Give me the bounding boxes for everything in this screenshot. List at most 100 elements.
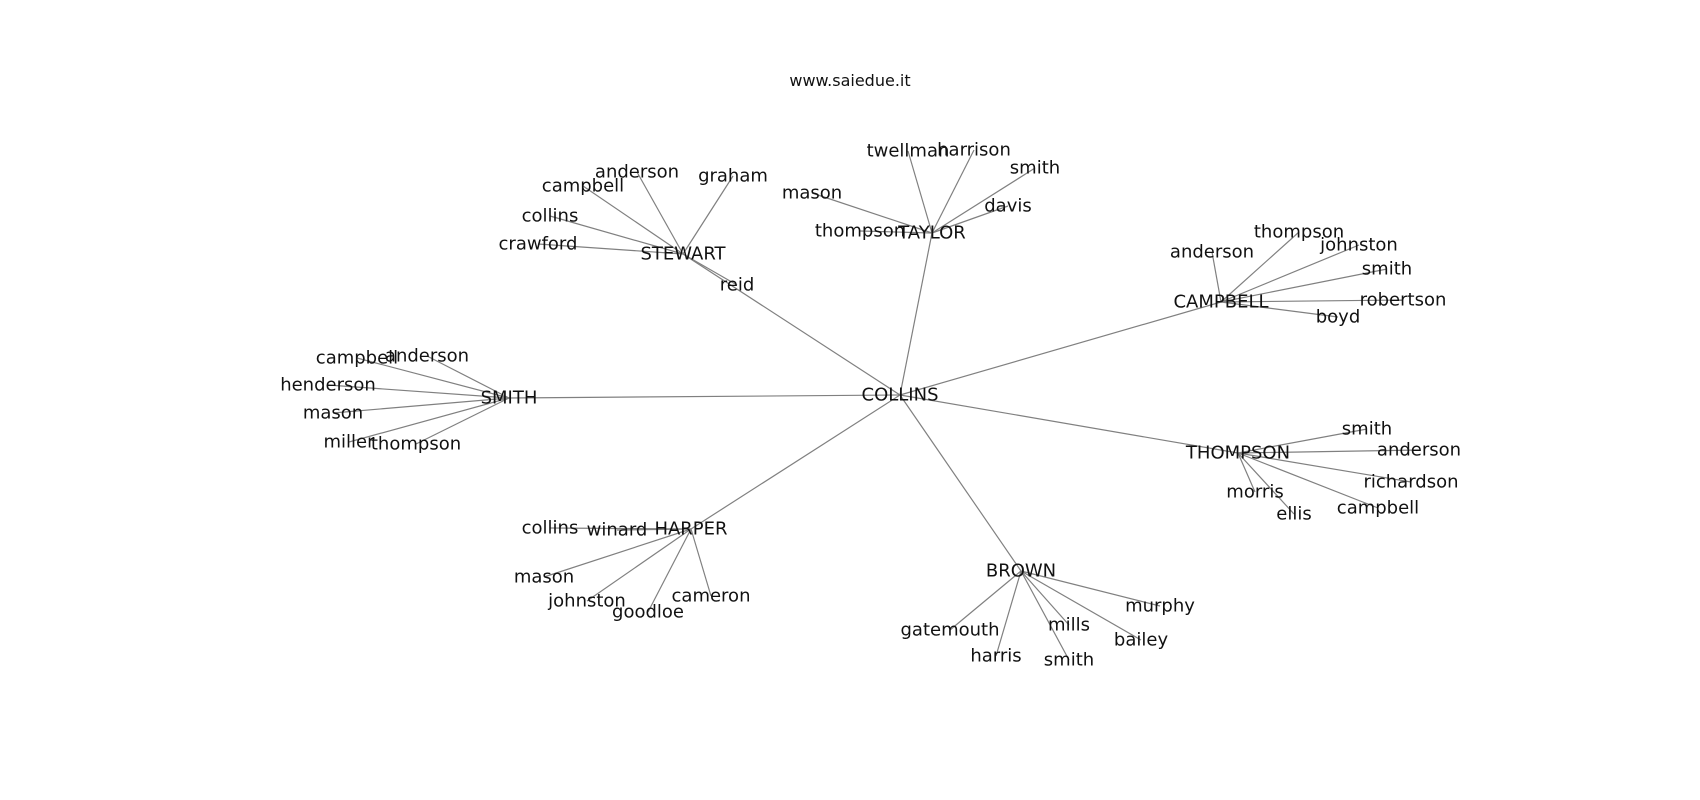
edge-root-campbell <box>899 301 1222 396</box>
edge-campbell-anderson <box>1211 251 1222 303</box>
site-watermark: www.saiedue.it <box>789 71 911 90</box>
edge-thompson-richardson <box>1237 452 1412 483</box>
edge-stewart-reid <box>682 253 738 286</box>
edge-brown-murphy <box>1020 570 1161 607</box>
family-node-label: SMITH <box>481 388 538 409</box>
member-node-label: smith <box>1342 419 1392 440</box>
family-node-label: TAYLOR <box>897 223 966 244</box>
member-node-label: henderson <box>280 375 376 396</box>
edge-root-thompson <box>899 394 1239 454</box>
member-node-label: anderson <box>1170 242 1254 263</box>
edge-campbell-thompson <box>1220 231 1300 303</box>
member-node-label: graham <box>698 166 768 187</box>
edge-thompson-morris <box>1237 452 1256 493</box>
member-node-label: ellis <box>1276 504 1311 525</box>
edge-taylor-twellman <box>907 150 933 234</box>
edge-taylor-thompson <box>859 230 933 234</box>
member-node-label: robertson <box>1360 290 1447 311</box>
labels-layer: COLLINSSTEWARTgrahamandersoncampbellcoll… <box>280 140 1461 671</box>
member-node-label: anderson <box>385 346 469 367</box>
edge-smith-thompson <box>415 397 510 445</box>
edge-root-smith <box>508 394 901 399</box>
edge-smith-campbell <box>356 357 510 399</box>
edge-campbell-boyd <box>1220 301 1339 318</box>
edge-root-brown <box>899 394 1022 572</box>
edge-harper-winard <box>616 528 692 531</box>
edge-stewart-crawford <box>537 243 684 255</box>
edge-brown-smith <box>1020 570 1070 661</box>
member-node-label: murphy <box>1125 596 1195 617</box>
family-node-label: THOMPSON <box>1185 443 1290 464</box>
member-node-label: thompson <box>815 221 905 242</box>
member-node-label: smith <box>1362 259 1412 280</box>
edge-taylor-mason <box>811 192 933 234</box>
member-node-label: harrison <box>937 140 1011 161</box>
edge-thompson-smith <box>1237 428 1368 454</box>
edge-campbell-robertson <box>1220 299 1404 303</box>
member-node-label: bailey <box>1114 630 1169 651</box>
family-node-label: STEWART <box>640 244 726 265</box>
edge-thompson-campbell <box>1237 452 1379 509</box>
member-node-label: davis <box>984 196 1032 217</box>
member-node-label: johnston <box>1319 235 1398 256</box>
member-node-label: campbell <box>1337 498 1419 519</box>
edge-root-harper <box>690 394 901 530</box>
edge-brown-bailey <box>1020 570 1142 641</box>
member-node-label: mills <box>1048 615 1090 636</box>
family-node-label: CAMPBELL <box>1173 292 1268 313</box>
edge-stewart-collins <box>549 215 684 255</box>
edge-brown-mills <box>1020 570 1070 626</box>
edge-harper-goodloe <box>647 528 692 613</box>
member-node-label: reid <box>720 275 755 296</box>
edge-harper-johnston <box>586 528 692 602</box>
member-node-label: anderson <box>1377 440 1461 461</box>
member-node-label: campbell <box>542 176 624 197</box>
edge-smith-anderson <box>426 355 510 399</box>
edge-taylor-smith <box>931 167 1036 234</box>
member-node-label: morris <box>1226 482 1283 503</box>
member-node-label: thompson <box>371 434 461 455</box>
edge-smith-henderson <box>327 384 510 399</box>
edge-taylor-davis <box>931 205 1009 234</box>
edge-stewart-graham <box>682 175 734 255</box>
edge-harper-mason <box>543 528 692 578</box>
edge-thompson-anderson <box>1237 449 1420 454</box>
member-node-label: harris <box>970 646 1021 667</box>
edge-stewart-campbell <box>582 185 684 255</box>
member-node-label: twellman <box>867 141 950 162</box>
member-node-label: thompson <box>1254 222 1344 243</box>
member-node-label: miller <box>323 432 375 453</box>
member-node-label: goodloe <box>612 602 684 623</box>
edge-root-taylor <box>899 232 933 396</box>
member-node-label: collins <box>522 206 579 227</box>
member-node-label: smith <box>1010 158 1060 179</box>
edge-smith-mason <box>332 397 510 414</box>
member-node-label: richardson <box>1363 472 1458 493</box>
root-node-label: COLLINS <box>862 385 939 406</box>
member-node-label: collins <box>522 518 579 539</box>
member-node-label: crawford <box>499 234 578 255</box>
member-node-label: cameron <box>672 586 751 607</box>
family-node-label: BROWN <box>986 561 1056 582</box>
edge-smith-miller <box>348 397 510 443</box>
edge-campbell-johnston <box>1220 244 1360 303</box>
member-node-label: gatemouth <box>900 620 999 641</box>
edge-taylor-harrison <box>931 149 975 234</box>
member-node-label: smith <box>1044 650 1094 671</box>
edge-harper-cameron <box>690 528 712 597</box>
edge-thompson-ellis <box>1237 452 1295 515</box>
edge-brown-gatemouth <box>949 570 1022 631</box>
member-node-label: mason <box>303 403 363 424</box>
member-node-label: winard <box>587 520 648 541</box>
edge-stewart-anderson <box>636 171 684 255</box>
family-node-label: HARPER <box>654 519 727 540</box>
member-node-label: mason <box>782 183 842 204</box>
member-node-label: boyd <box>1316 307 1361 328</box>
member-node-label: mason <box>514 567 574 588</box>
member-node-label: anderson <box>595 162 679 183</box>
member-node-label: campbell <box>316 348 398 369</box>
edge-campbell-smith <box>1220 268 1388 303</box>
edge-brown-harris <box>995 570 1022 657</box>
member-node-label: johnston <box>547 591 626 612</box>
